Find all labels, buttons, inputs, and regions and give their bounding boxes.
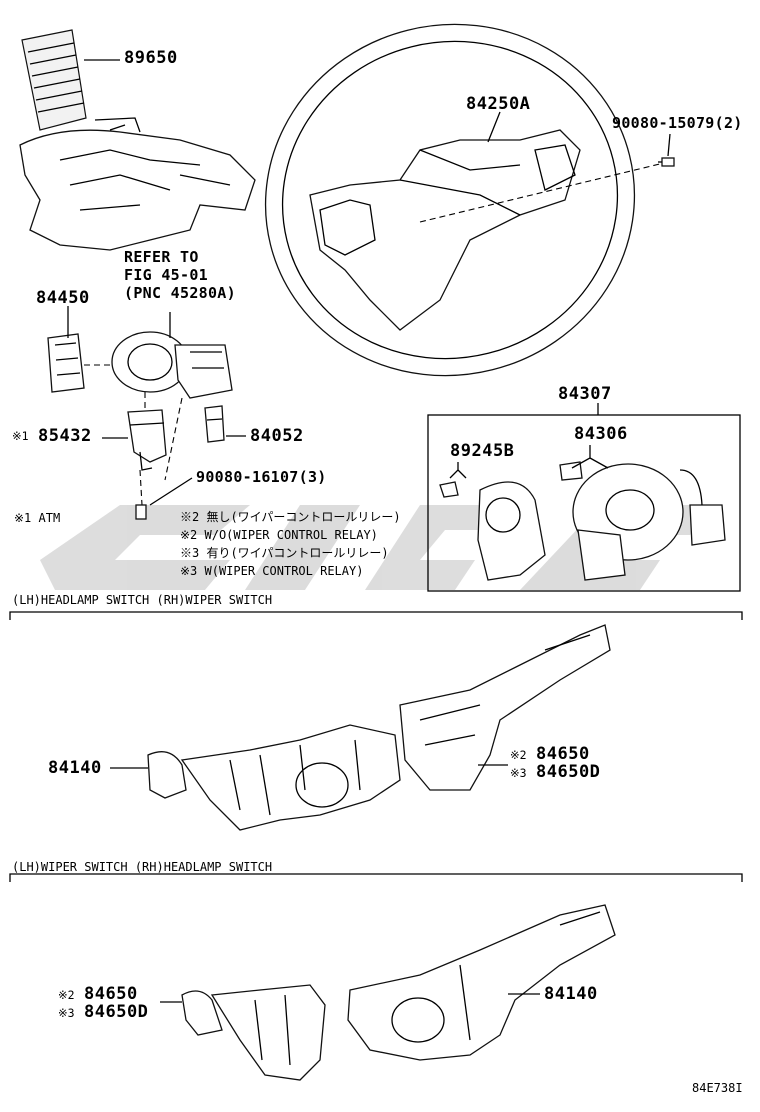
leader-84306 [571,445,609,469]
label-84250A: 84250A [466,94,531,114]
label-89650: 89650 [124,48,178,68]
label-90080-15079: 90080-15079(2) [612,114,743,132]
mark-84650D-lower: ※3 [58,1006,75,1020]
spiral-cable-89245B [439,481,546,581]
label-84052: 84052 [250,426,304,446]
lower-headlamp-switch-drawing [347,904,616,1061]
section-rule-upper [9,611,743,620]
label-84140-lower: 84140 [544,984,598,1004]
note-3-jp: ※3 有り(ワイパコントロールリレー) [180,546,389,560]
mark-84650-upper: ※2 [510,748,527,762]
label-84650-lower: 84650 [84,984,138,1004]
label-84306: 84306 [574,424,628,444]
leader-89245B [449,462,467,479]
box-84307 [427,414,741,592]
spiral-cable-84306 [559,461,726,581]
leader-90080-15079 [667,133,671,157]
leader-85432-dash [139,469,143,506]
note-2-en: ※2 W/O(WIPER CONTROL RELAY) [180,528,378,542]
mark-84650-lower: ※2 [58,988,75,1002]
refer-line3: (PNC 45280A) [124,284,236,302]
refer-line2: FIG 45-01 [124,266,208,284]
part-84052-drawing [204,405,225,443]
ecu-89650-drawing [19,29,256,251]
leader-84250A [487,111,501,143]
mark-84650D-upper: ※3 [510,766,527,780]
section-title-upper: (LH)HEADLAMP SWITCH (RH)WIPER SWITCH [12,593,273,607]
leader-90080-16107 [149,477,193,506]
diagram-code: 84E738I [692,1081,743,1095]
steering-wheel-drawing [264,23,636,377]
lower-wiper-switch-drawing [181,984,326,1081]
label-84650D-upper: 84650D [536,762,601,782]
label-84450: 84450 [36,288,90,308]
note-atm: ※1 ATM [14,511,61,525]
refer-line1: REFER TO [124,248,199,266]
label-84650D-lower: 84650D [84,1002,149,1022]
leader-90080-15079-dash [419,161,669,223]
note-2-jp: ※2 無し(ワイパーコントロールリレー) [180,510,401,524]
bolt-90080-16107 [135,504,147,520]
upper-headlamp-switch-drawing [147,724,401,831]
upper-wiper-switch-drawing [399,624,611,791]
label-84140-upper: 84140 [48,758,102,778]
label-85432: 85432 [38,426,92,446]
label-84650-upper: 84650 [536,744,590,764]
bolt-90080-15079 [658,157,675,167]
note-3-en: ※3 W(WIPER CONTROL RELAY) [180,564,364,578]
label-90080-16107: 90080-16107(3) [196,468,327,486]
section-title-lower: (LH)WIPER SWITCH (RH)HEADLAMP SWITCH [12,860,273,874]
section-rule-lower [9,873,743,882]
part-85432-drawing [127,409,167,471]
label-89245B: 89245B [450,441,515,461]
mark-85432: ※1 [12,429,29,443]
label-84307: 84307 [558,384,612,404]
combination-switch-drawing [47,331,233,481]
